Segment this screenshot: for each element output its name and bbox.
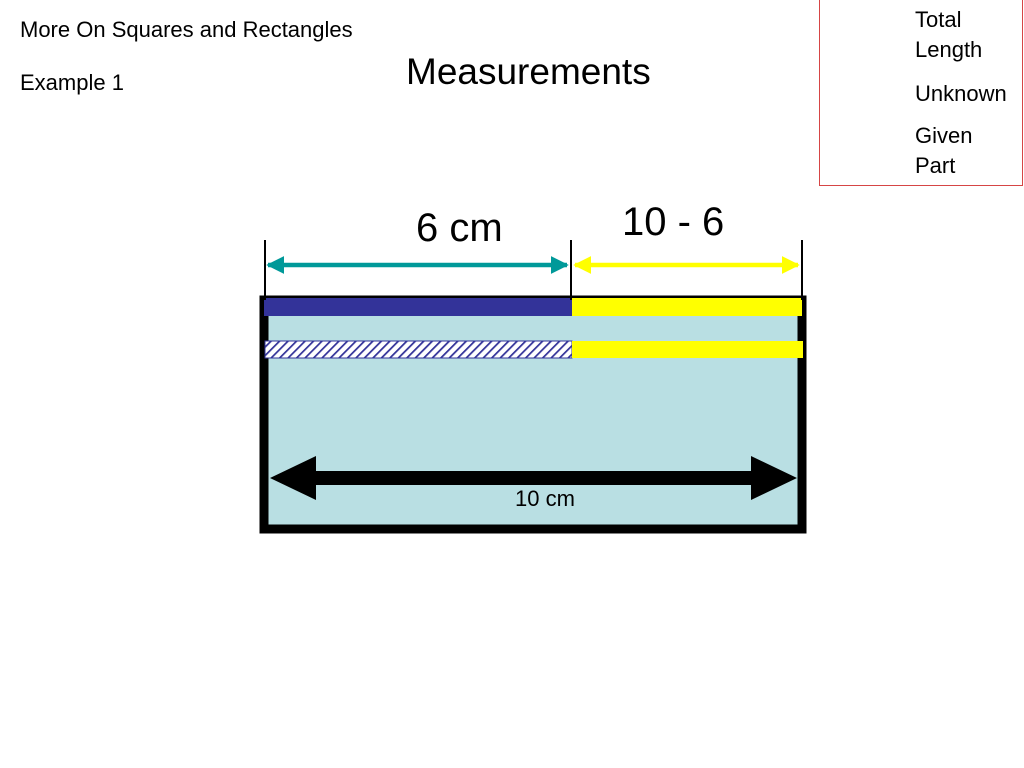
unknown-part-bar: [572, 298, 802, 316]
unknown-dimension-label: 10 - 6: [622, 200, 725, 244]
legend-unknown-label: Unknown: [915, 81, 1007, 106]
slide-title: More On Squares and Rectangles: [20, 17, 353, 42]
total-length-arrow: [270, 456, 797, 500]
total-dimension-label: 10 cm: [515, 486, 575, 511]
legend-given-part-label: Given Part: [915, 123, 973, 178]
page-title: Measurements: [406, 51, 651, 92]
given-part-hatched-bar: [264, 340, 573, 359]
unknown-part-second-bar: [572, 341, 803, 358]
example-label: Example 1: [20, 70, 124, 95]
legend-box: Total Length Unknown Given Part: [819, 0, 1023, 186]
legend-total-length-label: Total Length: [915, 7, 983, 62]
given-dimension-label: 6 cm: [416, 206, 503, 250]
given-part-bar: [264, 298, 572, 316]
